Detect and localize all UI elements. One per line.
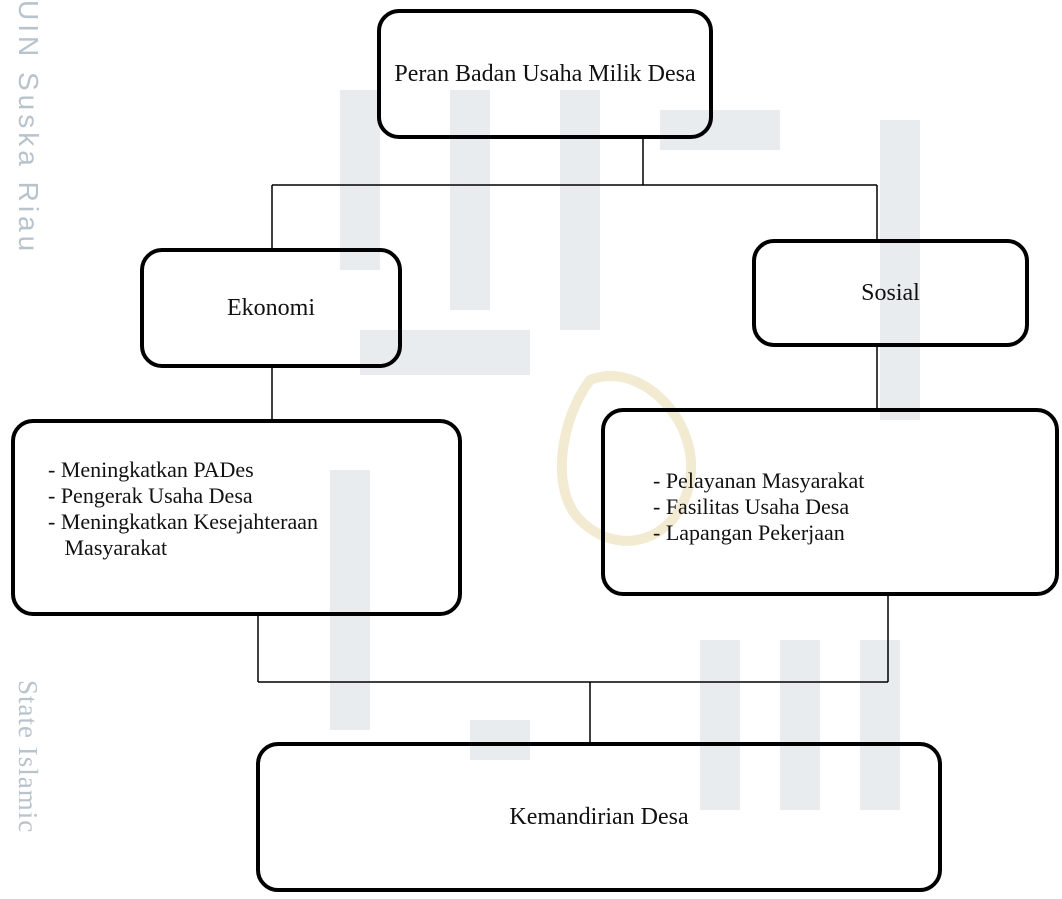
social-node-label: Sosial	[861, 280, 920, 306]
economy-items-list: - Meningkatkan PADes - Pengerak Usaha De…	[48, 457, 458, 561]
result-node: Kemandirian Desa	[256, 742, 942, 892]
list-item: Masyarakat	[48, 535, 168, 560]
list-item: - Meningkatkan PADes	[48, 457, 254, 482]
list-item: - Lapangan Pekerjaan	[653, 520, 845, 545]
watermark-side-text-bottom: State Islamic	[13, 680, 43, 834]
economy-node-label: Ekonomi	[227, 295, 315, 321]
result-node-label: Kemandirian Desa	[509, 804, 689, 830]
watermark-side-text-top: UIN Suska Riau	[13, 0, 44, 256]
list-item: - Pengerak Usaha Desa	[48, 483, 253, 508]
social-items-box: - Pelayanan Masyarakat - Fasilitas Usaha…	[601, 408, 1059, 596]
root-node-label: Peran Badan Usaha Milik Desa	[394, 61, 696, 87]
social-items-list: - Pelayanan Masyarakat - Fasilitas Usaha…	[653, 468, 1055, 546]
economy-node: Ekonomi	[140, 248, 402, 368]
social-node: Sosial	[752, 239, 1029, 347]
list-item: - Meningkatkan Kesejahteraan	[48, 509, 318, 534]
economy-items-box: - Meningkatkan PADes - Pengerak Usaha De…	[11, 419, 462, 616]
list-item: - Pelayanan Masyarakat	[653, 468, 865, 493]
root-node: Peran Badan Usaha Milik Desa	[377, 9, 713, 139]
list-item: - Fasilitas Usaha Desa	[653, 494, 850, 519]
